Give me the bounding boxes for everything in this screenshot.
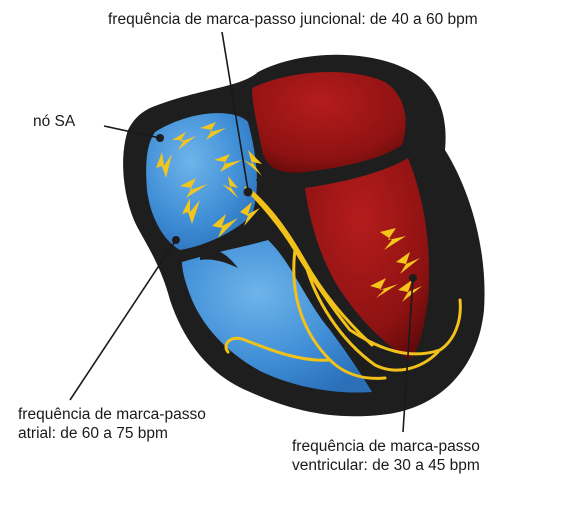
ventricular-label-line1: frequência de marca-passo [292, 438, 480, 455]
leader-ventricular [402, 277, 414, 433]
septum [256, 170, 405, 395]
dark-inner-band [200, 248, 238, 268]
left-ventricle [305, 158, 430, 360]
leader-junctional [221, 31, 249, 191]
ventricular-label-line2: ventricular: de 30 a 45 bpm [292, 457, 480, 474]
ventricular-pacemaker-label: frequência de marca-passo ventricular: d… [292, 437, 480, 475]
impulse-bolts [156, 122, 422, 302]
leader-sa [103, 125, 161, 139]
right-atrium [146, 113, 257, 250]
left-atrium [252, 71, 406, 173]
atrial-label-line1: frequência de marca-passo [18, 406, 206, 423]
av-node-dot [243, 187, 253, 197]
sa-node-label: nó SA [33, 113, 76, 130]
conduction-pathways [224, 186, 462, 380]
leader-atrial [69, 239, 177, 401]
atrial-pacemaker-label: frequência de marca-passo atrial: de 60 … [18, 405, 206, 443]
atrial-label-line2: atrial: de 60 a 75 bpm [18, 425, 168, 442]
junctional-pacemaker-label: frequência de marca-passo juncional: de … [108, 11, 478, 28]
leader-lines [69, 31, 414, 433]
